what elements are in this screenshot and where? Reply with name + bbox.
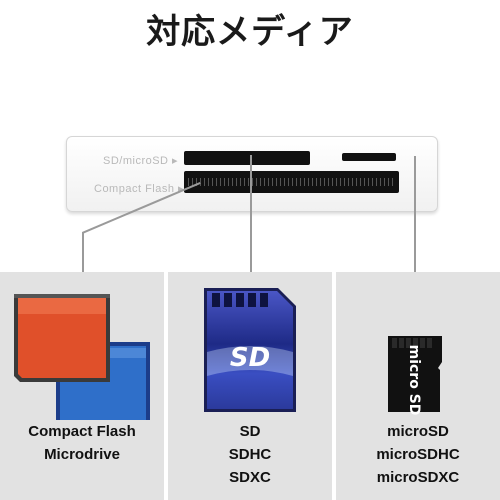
microsd-slot (342, 153, 396, 161)
panel-microsd: micro SD microSD microSDHC microSDXC (336, 272, 500, 500)
microsd-card-icon: micro SD (388, 336, 442, 416)
card-reader-device: SD/microSD ▸ Compact Flash ▸ (66, 136, 438, 212)
cf-card-front (14, 294, 110, 382)
microsd-logo-text: micro SD (406, 345, 422, 416)
leader-line-cf (82, 232, 84, 280)
sd-slot (184, 151, 310, 165)
leader-line-microsd (414, 156, 416, 280)
media-label-microsdhc: microSDHC (376, 446, 460, 463)
panel-compact-flash-text: Compact Flash Microdrive (0, 420, 164, 466)
sd-card-icon: SD (204, 288, 296, 412)
media-label-microdrive: Microdrive (44, 446, 120, 463)
sd-slot-label: SD/microSD ▸ (103, 155, 179, 167)
compact-flash-card-icon (14, 294, 150, 420)
media-label-compact-flash: Compact Flash (28, 423, 136, 440)
cf-slot-pins (188, 178, 395, 186)
panel-sd: SD SD SDHC SDXC (168, 272, 332, 500)
media-label-sd: SD (239, 423, 261, 440)
leader-line-sd (250, 155, 252, 280)
media-label-microsd: microSD (387, 423, 449, 440)
compact-flash-slot (184, 171, 399, 193)
media-label-microsdxc: microSDXC (376, 469, 460, 486)
media-label-sdxc: SDXC (229, 469, 271, 486)
panel-compact-flash: Compact Flash Microdrive (0, 272, 164, 500)
sd-logo-text: SD (230, 343, 270, 373)
media-panels: Compact Flash Microdrive (0, 272, 500, 500)
page-title: 対応メディア (146, 12, 354, 52)
cf-slot-label: Compact Flash ▸ (94, 183, 185, 195)
panel-microsd-text: microSD microSDHC microSDXC (336, 420, 500, 489)
panel-sd-text: SD SDHC SDXC (168, 420, 332, 489)
media-label-sdhc: SDHC (228, 446, 272, 463)
